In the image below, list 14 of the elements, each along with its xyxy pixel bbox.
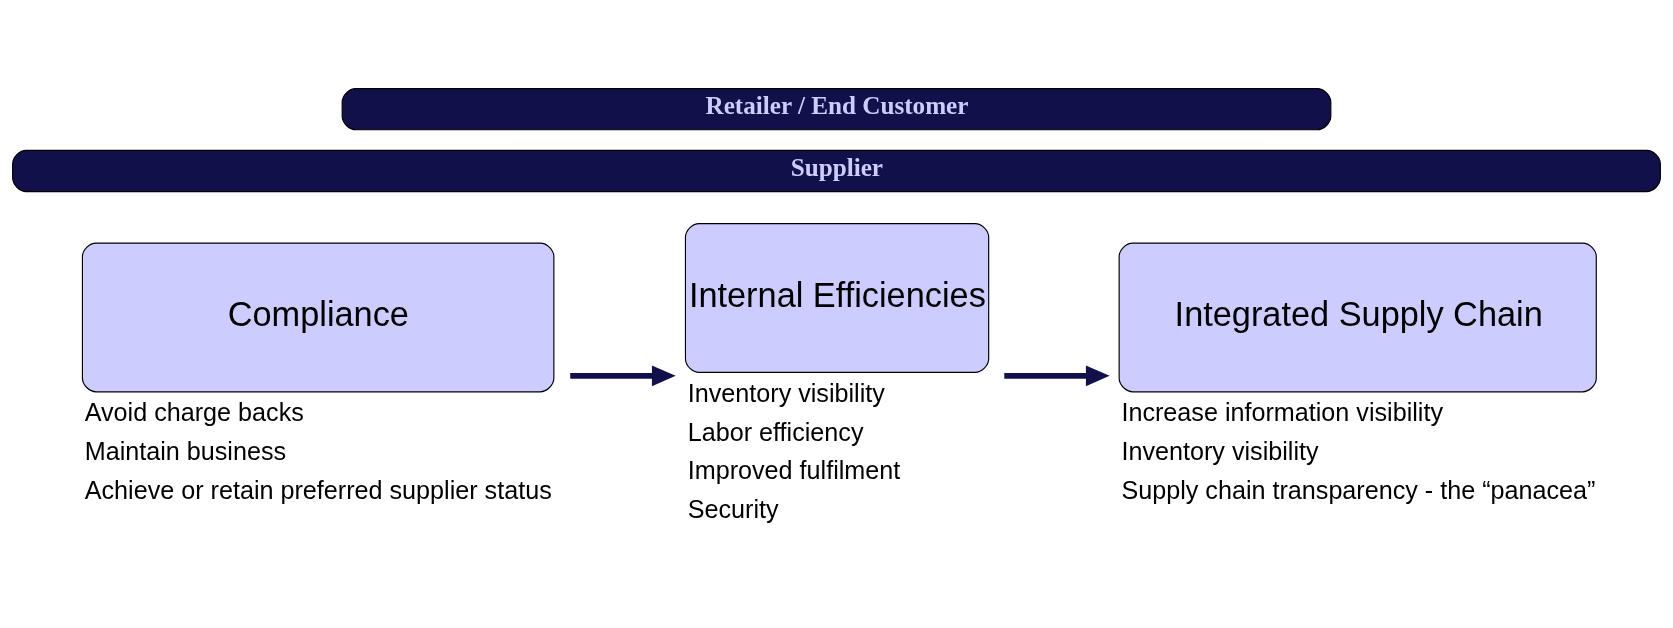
node-label: Labor efficiency	[687, 417, 864, 446]
node-label: Achieve or retain preferred supplier status	[84, 475, 552, 504]
node-label: Supply chain transparency - the “panacea”	[1121, 475, 1596, 504]
node-label: Inventory visibility	[1121, 437, 1319, 466]
node-label: Increase information visibility	[1121, 398, 1443, 427]
arrow	[1004, 365, 1110, 387]
node-label: Inventory visibility	[687, 378, 885, 407]
node-label: Security	[687, 495, 779, 524]
node-label: Avoid charge backs	[84, 398, 304, 427]
node-label: Maintain business	[84, 437, 287, 466]
arrow	[570, 365, 676, 387]
node-box: Retailer / End Customer	[341, 88, 1332, 131]
node-label: Improved fulfilment	[687, 456, 901, 485]
node-box: Supplier	[12, 149, 1661, 193]
